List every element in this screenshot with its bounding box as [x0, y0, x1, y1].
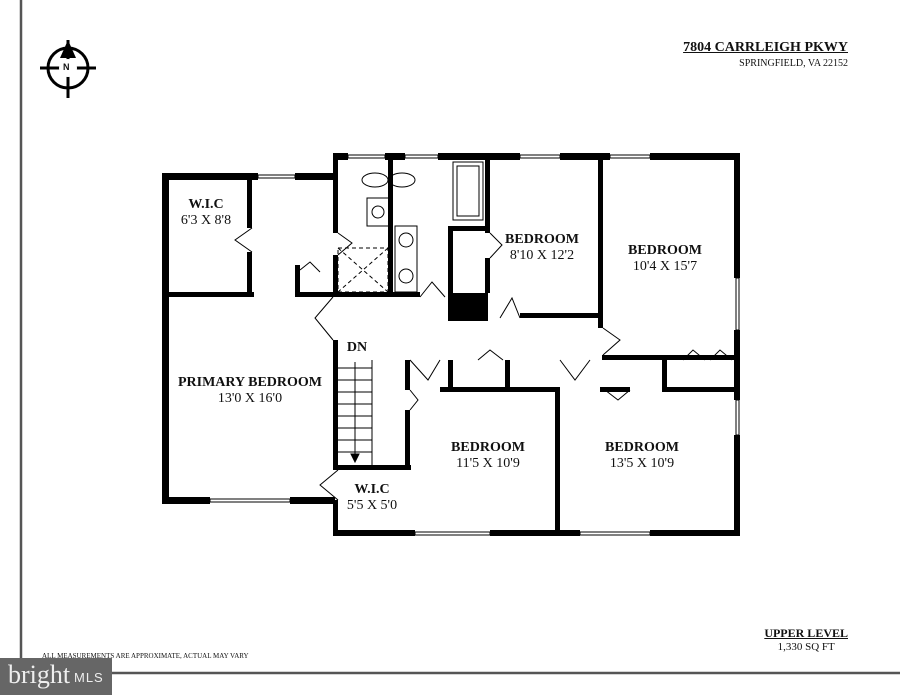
- room-dims: 13'0 X 16'0: [217, 391, 283, 406]
- window: [347, 154, 386, 159]
- wall: [405, 360, 410, 390]
- wall: [333, 500, 338, 536]
- wall: [485, 258, 490, 293]
- wall: [485, 153, 490, 233]
- level-name: UPPER LEVEL: [764, 626, 848, 640]
- wall: [333, 153, 348, 160]
- wall: [247, 173, 252, 228]
- wall: [290, 497, 335, 504]
- wall: [600, 387, 630, 392]
- wall: [520, 313, 602, 318]
- windows: [209, 154, 740, 536]
- wall: [650, 530, 740, 536]
- wall: [560, 153, 610, 160]
- wall: [650, 153, 740, 160]
- wall: [388, 153, 393, 295]
- room-dims: 5'5 X 5'0: [346, 498, 398, 513]
- wall: [555, 387, 560, 535]
- address-block: 7804 CARRLEIGH PKWY SPRINGFIELD, VA 2215…: [683, 40, 848, 69]
- wall: [333, 255, 338, 295]
- bath-fixtures: [337, 161, 484, 293]
- level-area: 1,330 SQ FT: [777, 641, 835, 653]
- north-compass-icon: [40, 40, 96, 98]
- wall: [438, 153, 520, 160]
- wall: [162, 497, 210, 504]
- wall: [385, 153, 405, 160]
- window: [519, 154, 561, 159]
- room-name: BEDROOM: [505, 232, 579, 247]
- window: [579, 531, 651, 536]
- room-dims: 8'10 X 12'2: [509, 248, 575, 263]
- window: [209, 498, 291, 503]
- wall: [448, 360, 453, 390]
- bright-mls-logo: bright MLS: [0, 658, 112, 695]
- wall: [405, 410, 410, 470]
- room-dims: 6'3 X 8'8: [180, 213, 232, 228]
- wall: [333, 340, 338, 470]
- stairs-label: DN: [346, 340, 368, 355]
- logo-text: bright: [8, 660, 71, 689]
- logo-suffix: MLS: [74, 670, 104, 685]
- address-line: 7804 CARRLEIGH PKWY: [683, 40, 848, 55]
- wall: [734, 330, 740, 400]
- room-name: BEDROOM: [628, 243, 702, 258]
- wall: [295, 292, 420, 297]
- room-dims: 13'5 X 10'9: [609, 456, 675, 471]
- wall: [295, 265, 300, 295]
- wall: [333, 153, 338, 233]
- door-swings: [234, 227, 733, 501]
- wall: [662, 360, 667, 390]
- room-name: BEDROOM: [451, 440, 525, 455]
- page-frame: [19, 0, 900, 675]
- walls: [162, 153, 740, 536]
- wall: [448, 226, 453, 321]
- wall: [247, 252, 252, 297]
- room-name: W.I.C: [354, 482, 390, 497]
- wall: [333, 530, 415, 536]
- level-info: UPPER LEVEL 1,330 SQ FT: [764, 626, 848, 653]
- room-name: BEDROOM: [605, 440, 679, 455]
- wall: [295, 173, 335, 180]
- wall: [505, 360, 510, 390]
- window: [257, 174, 296, 179]
- window: [735, 399, 740, 436]
- wall: [162, 173, 258, 180]
- disclaimer: ALL MEASUREMENTS ARE APPROXIMATE, ACTUAL…: [42, 652, 249, 660]
- window: [404, 154, 439, 159]
- room-dims: 11'5 X 10'9: [456, 456, 520, 471]
- wall: [662, 387, 740, 392]
- wall: [602, 355, 738, 360]
- city-line: SPRINGFIELD, VA 22152: [739, 58, 848, 69]
- window: [414, 531, 491, 536]
- wall: [333, 465, 411, 470]
- staircase: [338, 360, 373, 465]
- window: [609, 154, 651, 159]
- wall: [162, 173, 169, 503]
- wall: [448, 226, 488, 231]
- wall: [162, 292, 254, 297]
- room-dims: 10'4 X 15'7: [632, 259, 698, 274]
- wall: [598, 153, 603, 328]
- room-name: W.I.C: [188, 197, 224, 212]
- wall: [440, 387, 558, 392]
- wall: [734, 153, 740, 278]
- wall: [448, 293, 488, 321]
- wall: [734, 435, 740, 535]
- room-name: PRIMARY BEDROOM: [177, 375, 323, 390]
- window: [735, 277, 740, 331]
- wall: [490, 530, 580, 536]
- compass-label: N: [63, 62, 70, 72]
